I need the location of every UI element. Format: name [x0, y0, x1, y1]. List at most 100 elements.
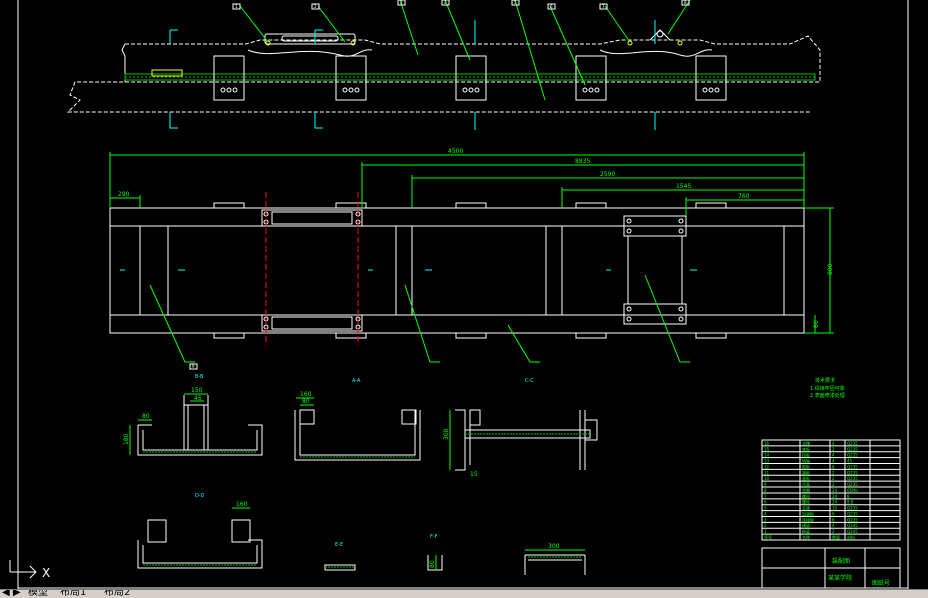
plan-view[interactable]: [109, 152, 834, 363]
svg-text:160: 160: [300, 391, 312, 398]
bom-cell: 2: [832, 529, 835, 534]
svg-text:300: 300: [443, 428, 450, 440]
bom-cell: 8: [832, 517, 835, 522]
bom-cell: 端板: [802, 469, 810, 475]
bom-cell: 6: [832, 511, 835, 516]
part-number: 1: [235, 4, 238, 9]
plan-supports: [213, 202, 727, 339]
svg-text:1.焊接牢固可靠: 1.焊接牢固可靠: [810, 385, 845, 392]
section-dim-texts: 150 45 80 180 160 80 300 15 160 80 300: [123, 387, 560, 568]
part-number: 8: [684, 0, 687, 5]
bom-cell: 8: [832, 464, 835, 469]
elevation-view[interactable]: [66, 0, 821, 130]
part-balloon: [547, 3, 556, 10]
bom-cell: 4: [764, 511, 767, 516]
bom-cell: 横梁: [802, 522, 810, 528]
dimension-texts: 4500 8835 2590 1545 760 290 800 80: [118, 148, 834, 328]
section-views[interactable]: [137, 395, 598, 575]
bom-cell: 4: [832, 453, 835, 458]
svg-text:2.表面喷漆处理: 2.表面喷漆处理: [810, 392, 845, 399]
bom-cell: 13: [764, 459, 770, 464]
bom-cell: Q235: [847, 506, 858, 511]
part-number: 7: [602, 4, 605, 9]
bom-cell: 2: [832, 476, 835, 481]
bom-header-cell: 序号: [764, 534, 772, 540]
bom-cell: 10: [764, 476, 770, 481]
ucs-icon: [9, 560, 37, 579]
bom-header-cell: 材料: [847, 534, 855, 540]
bom-cell: 8: [847, 494, 850, 499]
section-dim-lines: [129, 393, 585, 570]
section-titles: B-B A-A C-C D-D E-E F-F: [195, 374, 534, 548]
elevation-supports: [213, 55, 727, 101]
bom-cell: 45: [847, 459, 853, 464]
bom-cell: 9: [764, 482, 767, 487]
bom-header-cell: 名称: [802, 534, 810, 540]
dim-left: 290: [118, 191, 130, 198]
dimension-lines: [109, 152, 834, 363]
svg-text:E-E: E-E: [335, 542, 343, 548]
bom-cell: 4: [832, 441, 835, 446]
part-balloon: [441, 0, 450, 6]
dim-height: 800: [827, 263, 834, 275]
svg-text:300: 300: [548, 543, 560, 550]
bom-cell: 11: [764, 470, 770, 475]
dim-overall: 4500: [448, 148, 463, 155]
dim-small: 80: [813, 320, 820, 328]
title-drawing-no: 图纸号: [872, 579, 890, 587]
bom-cell: 6: [764, 500, 767, 505]
bom-cell: 7: [764, 494, 767, 499]
dim-d2: 2590: [600, 171, 615, 178]
bom-cell: Q345: [847, 523, 858, 528]
bom-cell: 65Mn: [847, 488, 859, 493]
bom-table[interactable]: [761, 439, 901, 589]
bom-cell: 4: [832, 459, 835, 464]
part-balloon: [311, 3, 320, 10]
bom-cell: 筋板: [802, 463, 810, 469]
bom-cell: 支撑: [802, 440, 810, 446]
bom-cell: 垫圈: [802, 487, 810, 493]
bom-cell: Q235: [847, 464, 858, 469]
ucs-x-label: X: [42, 566, 50, 580]
bom-cell: Q235: [847, 470, 858, 475]
part-balloon: [189, 363, 198, 370]
bom-cell: Q235: [847, 453, 858, 458]
title-school: 某某学院: [828, 574, 852, 582]
drawing-frame: [17, 0, 909, 589]
tab-model[interactable]: 模型: [28, 589, 48, 598]
part-balloon: [511, 0, 520, 6]
bom-cell: 4: [832, 523, 835, 528]
bom-cell: 连接板: [802, 516, 814, 522]
svg-text:150: 150: [191, 387, 203, 394]
bom-cell: Q345: [847, 529, 858, 534]
bom-cell: Q235: [847, 441, 858, 446]
svg-text:技术要求: 技术要求: [815, 377, 835, 384]
bom-cell: 纵梁: [802, 528, 810, 534]
part-number: 2: [314, 4, 317, 9]
tab-nav-arrows[interactable]: ◀ ▶: [2, 589, 21, 598]
bom-cell: 12: [764, 464, 770, 469]
part-number: 3: [400, 0, 403, 5]
title-block: 装配图 某某学院 图纸号: [828, 557, 890, 587]
bom-cell: 2: [832, 447, 835, 452]
bom-cell: 底板: [802, 446, 810, 452]
dim-d3: 1545: [676, 183, 691, 190]
tab-layout2[interactable]: 布局2: [104, 589, 131, 598]
bom-cell: 螺母: [802, 493, 810, 499]
bom-cell: 24: [832, 500, 838, 505]
tech-notes: 技术要求 1.焊接牢固可靠 2.表面喷漆处理: [810, 377, 845, 399]
tab-layout1[interactable]: 布局1: [60, 589, 87, 598]
svg-text:15: 15: [470, 471, 478, 478]
bom-cell: 24: [832, 494, 838, 499]
bom-cell: Q235: [847, 447, 858, 452]
part-balloon: [397, 0, 406, 6]
bom-cell: 24: [832, 488, 838, 493]
svg-text:D-D: D-D: [195, 493, 205, 499]
svg-text:F-F: F-F: [430, 534, 438, 540]
bom-cell: 10: [832, 506, 838, 511]
dim-d1: 8835: [575, 158, 590, 165]
part-balloon: [599, 3, 608, 10]
